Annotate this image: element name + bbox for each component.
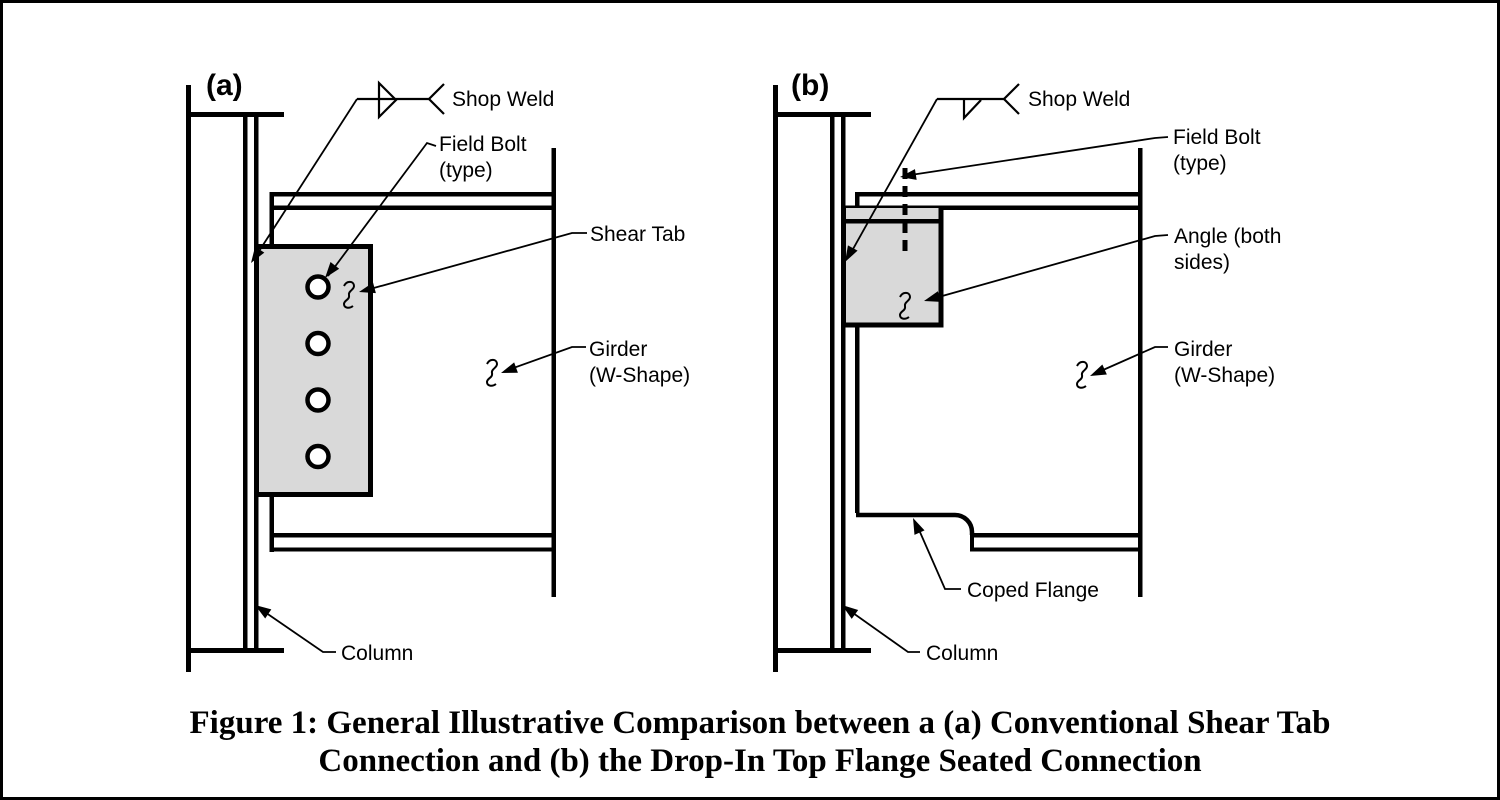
weld-symbol-b: [845, 83, 1020, 262]
weld-b-leader: [847, 98, 938, 259]
column-b-far-flange-edge: [773, 85, 778, 672]
column-b-arrowhead-icon: [842, 605, 859, 619]
coped-flange-cut: [856, 512, 975, 535]
label-column-b: Column: [926, 642, 998, 665]
column-b-near-flange-line1: [830, 112, 835, 653]
break-mark-icon: [1075, 360, 1089, 389]
panel-b: (b) Shop Weld Field Bolt (type) Angle (b…: [773, 69, 1281, 672]
girder-b-break-edge: [1138, 148, 1143, 597]
column-b-near-flange-line2: [841, 112, 846, 653]
girder-a-bottom-flange-bottom: [269, 547, 556, 552]
weld-symbol-a: [251, 80, 445, 263]
girder-a-break-edge: [551, 148, 556, 597]
seat-angle: [841, 168, 944, 328]
girder-b-top-flange-top: [855, 192, 1142, 197]
bolt-hole-2: [305, 330, 331, 357]
leaders-a: [255, 141, 587, 653]
weld-b-arrowhead-icon: [845, 245, 858, 262]
girder-a-leader: [504, 346, 586, 372]
field-bolt-a-arrowhead-icon: [325, 262, 340, 278]
column-b: [773, 85, 871, 672]
label-angle-line2: sides): [1174, 251, 1230, 274]
girder-b-bottom-flange-top: [970, 533, 1142, 538]
label-field-bolt-a-line2: (type): [439, 159, 493, 182]
figure-caption-line1: Figure 1: General Illustrative Compariso…: [190, 705, 1331, 741]
coped-flange-arrowhead-icon: [913, 518, 925, 535]
girder-b-arrowhead-icon: [1090, 364, 1107, 376]
label-shop-weld-b: Shop Weld: [1028, 88, 1130, 111]
bolt-hole-4: [305, 443, 331, 470]
break-mark-icon: [485, 358, 499, 387]
column-a-near-flange-line1: [243, 112, 248, 653]
angle-fill: [843, 208, 941, 325]
column-b-bottom-break: [775, 648, 871, 653]
label-field-bolt-a-line1: Field Bolt: [439, 133, 527, 156]
label-girder-b-line1: Girder: [1174, 338, 1232, 361]
label-girder-a-line1: Girder: [589, 338, 647, 361]
panel-b-label: (b): [791, 69, 829, 102]
bolt-hole-1: [305, 274, 331, 300]
girder-a-top-flange-top: [269, 192, 556, 197]
angle-leader: [927, 234, 1169, 301]
label-girder-a-line2: (W-Shape): [589, 364, 690, 387]
girder-b-web-edge: [855, 192, 860, 513]
shear-tab-plate: [254, 244, 373, 497]
label-shop-weld-a: Shop Weld: [452, 88, 554, 111]
girder-b-leader: [1093, 346, 1168, 375]
field-bolt-b-arrowhead-icon: [900, 169, 917, 180]
break-mark-icon: [898, 291, 912, 320]
girder-b: [841, 148, 1143, 597]
weld-a-tail-icon: [427, 83, 445, 115]
field-bolt-a-leader: [327, 141, 437, 277]
weld-a-leader: [253, 98, 358, 260]
column-a-far-flange-edge: [186, 85, 191, 672]
angle-arrowhead-icon: [924, 291, 941, 302]
shear-tab-arrowhead-icon: [359, 282, 376, 294]
coped-flange-leader: [915, 522, 961, 590]
bolt-hole-3: [305, 387, 331, 413]
column-a-bottom-break: [188, 648, 284, 653]
column-b-leader: [845, 607, 920, 653]
weld-a-fillet-triangle-icon: [377, 80, 398, 120]
angle-seat-leg-line: [841, 219, 944, 224]
weld-a-arrowhead-icon: [251, 246, 265, 263]
girder-b-bottom-flange-end: [970, 533, 974, 551]
column-a-top-break: [188, 112, 284, 117]
girder-a-arrowhead-icon: [501, 362, 518, 373]
shear-tab-leader: [362, 232, 587, 292]
label-shear-tab: Shear Tab: [590, 223, 685, 246]
angle-bottom-edge: [841, 322, 944, 328]
girder-b-top-flange-bottom: [841, 205, 1142, 210]
label-coped-flange: Coped Flange: [967, 579, 1099, 602]
panel-a: (a) Shop Weld Field Bolt (type) Shear Ta…: [186, 69, 690, 672]
girder-a-top-flange-bottom: [269, 205, 556, 210]
label-field-bolt-b-line2: (type): [1173, 152, 1227, 175]
label-field-bolt-b-line1: Field Bolt: [1173, 126, 1261, 149]
angle-left-edge: [841, 206, 846, 327]
girder-a-bottom-flange-top: [269, 533, 556, 538]
column-a-arrowhead-icon: [255, 605, 272, 619]
figure-caption-line2: Connection and (b) the Drop-In Top Flang…: [318, 743, 1201, 779]
label-angle-line1: Angle (both: [1174, 225, 1281, 248]
label-girder-b-line2: (W-Shape): [1174, 364, 1275, 387]
angle-right-edge: [938, 206, 944, 327]
panel-a-label: (a): [206, 69, 243, 102]
break-mark-icon: [342, 280, 356, 309]
label-column-a: Column: [341, 642, 413, 665]
girder-b-bottom-flange-bottom: [970, 547, 1142, 552]
field-bolt-b-leader: [903, 136, 1169, 177]
column-a-leader: [258, 607, 336, 653]
weld-b-fillet-triangle-icon: [962, 99, 982, 121]
weld-b-tail-icon: [1002, 83, 1020, 115]
column-b-top-break: [775, 112, 871, 117]
leaders-b: [842, 136, 1169, 653]
